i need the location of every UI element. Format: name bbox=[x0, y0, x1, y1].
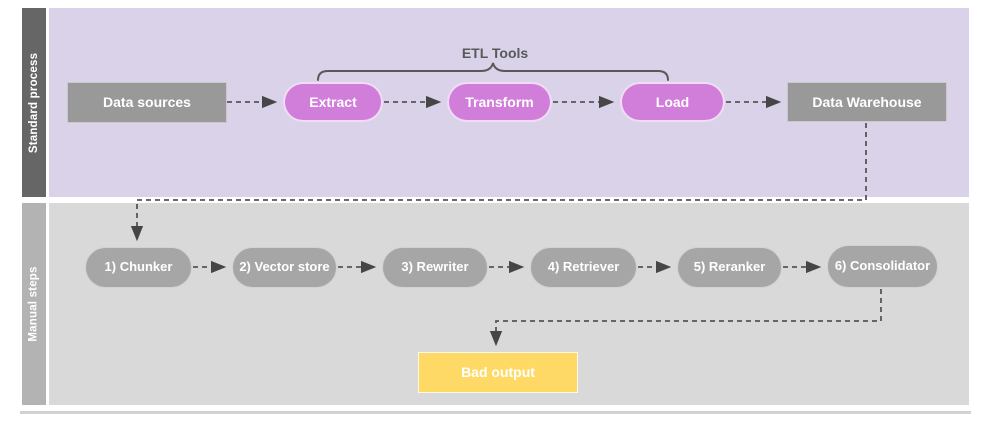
node-reranker-label: 5) Reranker bbox=[693, 259, 766, 275]
node-reranker: 5) Reranker bbox=[677, 247, 782, 288]
node-extract-label: Extract bbox=[309, 93, 357, 110]
lane-header-manual-steps: Manual steps bbox=[22, 203, 46, 405]
node-bad-output: Bad output bbox=[418, 352, 578, 393]
node-chunker-label: 1) Chunker bbox=[104, 259, 173, 275]
node-vector-store-label: 2) Vector store bbox=[239, 259, 330, 275]
node-vector-store: 2) Vector store bbox=[232, 247, 337, 288]
node-consolidator-label: 6) Consolidator bbox=[834, 258, 931, 274]
node-data-sources: Data sources bbox=[67, 82, 227, 123]
node-data-warehouse: Data Warehouse bbox=[787, 82, 947, 122]
node-retriever: 4) Retriever bbox=[530, 247, 637, 288]
node-rewriter-label: 3) Rewriter bbox=[401, 259, 469, 275]
lane-label-manual-steps: Manual steps bbox=[28, 266, 41, 342]
node-retriever-label: 4) Retriever bbox=[547, 259, 620, 275]
node-load-label: Load bbox=[655, 93, 690, 110]
node-bad-output-label: Bad output bbox=[461, 364, 535, 381]
bottom-divider bbox=[20, 411, 971, 414]
node-transform-label: Transform bbox=[465, 93, 534, 110]
node-data-sources-label: Data sources bbox=[103, 94, 191, 111]
node-chunker: 1) Chunker bbox=[85, 247, 192, 288]
node-rewriter: 3) Rewriter bbox=[382, 247, 488, 288]
lane-header-standard-process: Standard process bbox=[22, 8, 46, 197]
node-data-warehouse-label: Data Warehouse bbox=[812, 93, 922, 110]
etl-tools-label: ETL Tools bbox=[461, 45, 529, 61]
node-extract: Extract bbox=[283, 82, 383, 122]
node-consolidator: 6) Consolidator bbox=[827, 245, 938, 288]
node-transform: Transform bbox=[447, 82, 552, 122]
node-load: Load bbox=[620, 82, 725, 122]
lane-label-standard-process: Standard process bbox=[28, 52, 40, 153]
